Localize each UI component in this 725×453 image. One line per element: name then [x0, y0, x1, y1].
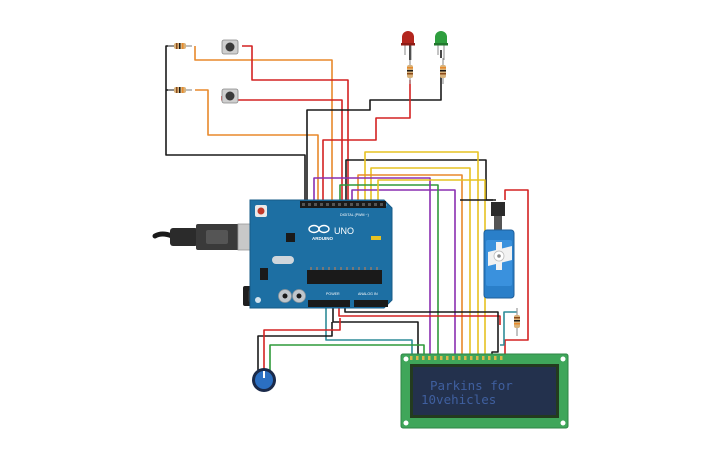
arduino-logo: [308, 224, 330, 234]
arduino-uno[interactable]: DIGITAL (PWM ~) ARDUINO UNO: [249, 199, 393, 309]
wire-black-gnd-buttons[interactable]: [165, 45, 306, 200]
crystal: [272, 256, 294, 264]
wire-yellow-1[interactable]: [364, 151, 479, 360]
power-header-label: POWER: [326, 292, 340, 296]
wire-teal-power[interactable]: [325, 305, 413, 360]
atmega-pins: [310, 267, 378, 270]
wire-green-pot[interactable]: [269, 344, 425, 370]
lcd-screen: [413, 367, 556, 415]
digital-header: [300, 201, 386, 208]
wire-red-servo[interactable]: [504, 189, 529, 360]
wire-black-pot[interactable]: [257, 322, 333, 370]
usb-b-cable[interactable]: [152, 223, 265, 251]
power-header: [308, 300, 350, 307]
wire-green-1[interactable]: [339, 184, 439, 360]
wire-red-button-1[interactable]: [242, 45, 349, 200]
potentiometer[interactable]: [252, 368, 276, 392]
tx-rx-leds: [371, 236, 381, 240]
resistor-led-red[interactable]: [407, 60, 413, 84]
analog-header: [354, 300, 388, 307]
wire-teal-lcd[interactable]: [500, 311, 517, 346]
pushbutton-1[interactable]: [221, 39, 239, 55]
wire-orange-button-1[interactable]: [194, 46, 333, 200]
capacitors: [278, 289, 306, 303]
wire-purple-2[interactable]: [313, 177, 431, 360]
led-red[interactable]: [401, 31, 415, 60]
lcd-line-1: Parkins for: [430, 378, 513, 393]
atmega-chip: [307, 270, 382, 284]
board-model: UNO: [334, 226, 354, 236]
board-brand: ARDUINO: [312, 236, 333, 241]
lcd-pin-header: [410, 356, 503, 360]
lcd-line-2: 10vehicles: [421, 392, 496, 407]
wire-red-power-1[interactable]: [338, 305, 501, 325]
lcd-16x2[interactable]: Parkins for 10vehicles: [400, 353, 569, 429]
resistor-led-green[interactable]: [440, 58, 446, 84]
wire-black-led-gnd[interactable]: [306, 70, 442, 200]
wire-yellow-2[interactable]: [370, 167, 471, 360]
resistor-button-1[interactable]: [168, 43, 192, 49]
servo-horn[interactable]: [488, 242, 512, 270]
servo-motor[interactable]: [483, 202, 515, 299]
wire-orange-3[interactable]: [357, 174, 463, 360]
wire-purple-1[interactable]: [351, 189, 456, 360]
digital-pins: [302, 203, 383, 206]
wire-orange-button-2[interactable]: [195, 89, 319, 200]
wire-red-led-red[interactable]: [322, 80, 411, 200]
wire-red-button-2[interactable]: [221, 96, 343, 200]
digital-header-label: DIGITAL (PWM ~): [340, 213, 369, 217]
wire-black-power-2[interactable]: [344, 305, 499, 360]
analog-header-label: ANALOG IN: [358, 292, 378, 296]
resistor-lcd-backlight[interactable]: [514, 308, 520, 336]
wire-yellow-3[interactable]: [377, 179, 486, 360]
resistor-button-2[interactable]: [168, 87, 192, 93]
wire-black-power-1[interactable]: [332, 305, 419, 360]
usb-chip: [286, 233, 295, 242]
voltage-regulator: [260, 268, 268, 280]
wire-red-pot[interactable]: [263, 318, 341, 370]
pushbutton-2[interactable]: [221, 88, 239, 104]
led-green[interactable]: [434, 31, 448, 60]
